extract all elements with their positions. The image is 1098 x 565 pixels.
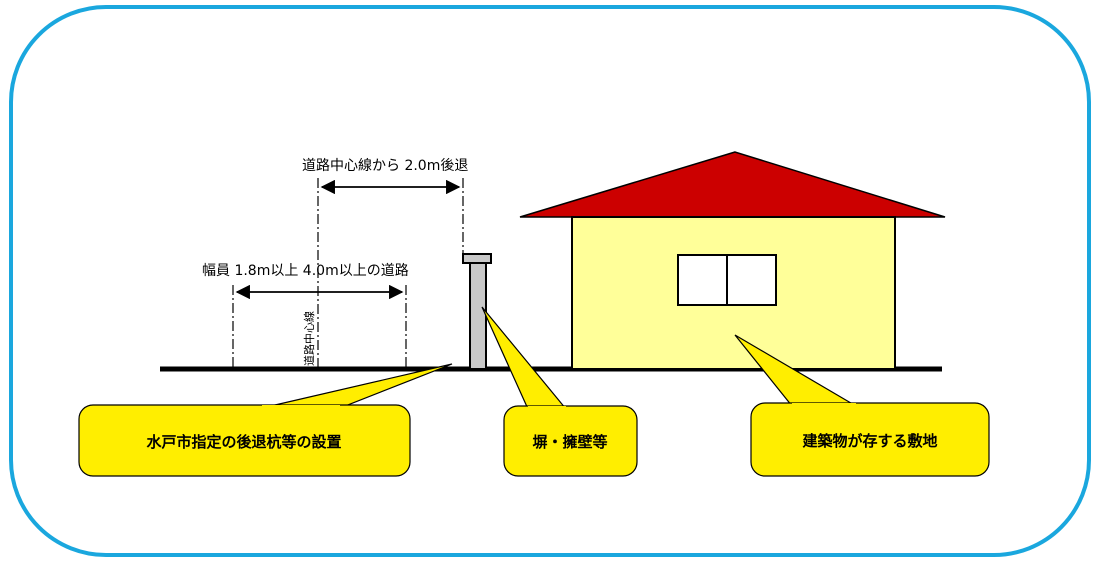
road-centerline-label: 道路中心線 [302,311,316,366]
callout-setback-stake-text: 水戸市指定の後退杭等の設置 [146,433,341,451]
callout-wall: 塀・擁壁等 [481,306,638,477]
wall-cap [462,253,492,264]
callout-building-site-text: 建築物が存する敷地 [802,432,937,450]
callout-building-site-box [750,402,990,477]
center-setback-label: 道路中心線から 2.0m後退 [302,158,468,174]
callout-wall-text: 塀・擁壁等 [532,433,607,451]
callout-setback-stake-box [78,404,411,477]
callout-wall-box [503,405,638,477]
road-width-label: 幅員 1.8m以上 4.0m以上の道路 [202,263,409,279]
callout-setback-stake: 水戸市指定の後退杭等の設置 [78,363,453,477]
wall-post [469,262,487,370]
house-wall [571,216,896,370]
callout-building-site: 建築物が存する敷地 [734,334,990,477]
